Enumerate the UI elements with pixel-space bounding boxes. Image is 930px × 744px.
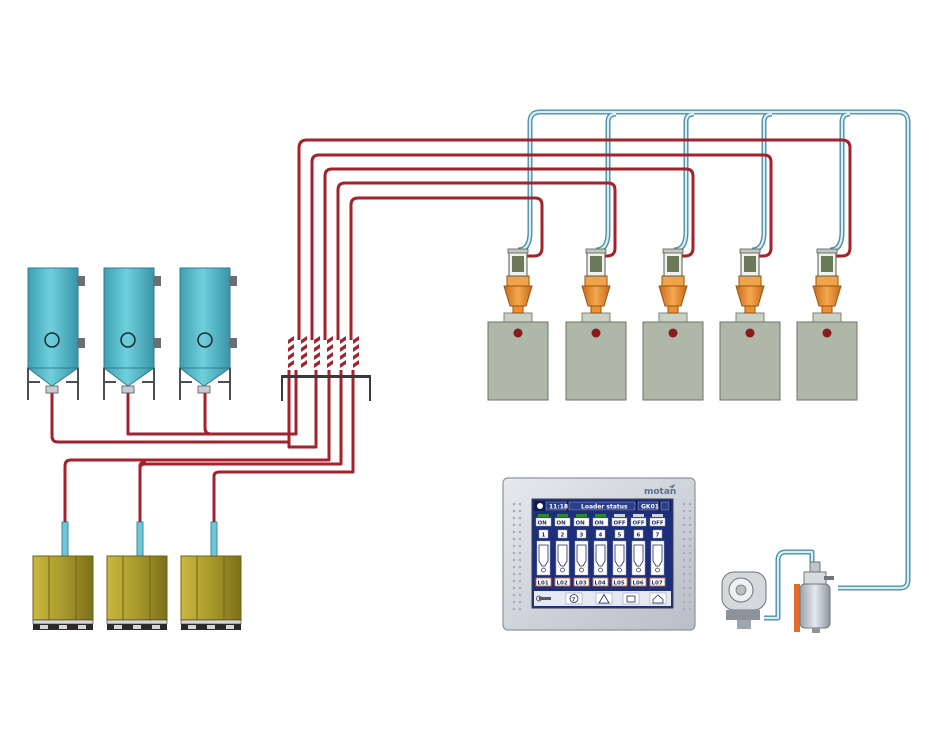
state-lamp-icon (557, 514, 568, 517)
loader-icon (633, 544, 644, 567)
silo-1 (26, 267, 85, 400)
warning-icon[interactable] (595, 592, 613, 605)
channel-state: ON (576, 521, 586, 527)
channel-state: ON (538, 521, 548, 527)
loader-icon (595, 544, 606, 567)
channel-state: OFF (652, 521, 664, 527)
panel-brand: motan (644, 487, 676, 497)
state-lamp-icon (652, 514, 663, 517)
machine-indicator-icon (745, 328, 755, 338)
channel-number: 3 (580, 533, 584, 539)
state-lamp-icon (538, 514, 549, 517)
menu-icon[interactable] (660, 501, 670, 511)
channel-state: ON (595, 521, 605, 527)
central-filter (794, 561, 834, 633)
alarm-bell-icon (537, 503, 543, 509)
channel-number: 1 (542, 533, 546, 539)
loader-icon (576, 544, 587, 567)
channel-state: OFF (614, 521, 626, 527)
panel-title: Loader status (581, 504, 628, 511)
octabin-3 (180, 555, 242, 630)
state-lamp-icon (614, 514, 625, 517)
machines (487, 248, 858, 401)
loader-icon (614, 544, 625, 567)
machine-indicator-icon (668, 328, 678, 338)
loader-icon (538, 544, 549, 567)
machine-indicator-icon (822, 328, 832, 338)
channel-label: L05 (614, 581, 625, 587)
channel-state: OFF (633, 521, 645, 527)
panel-time: 11:18 (549, 504, 568, 511)
loader-icon (652, 544, 663, 567)
machine-indicator-icon (513, 328, 523, 338)
panel-code: GK01 (641, 504, 659, 511)
material-lines (50, 138, 852, 522)
coupling-station (281, 336, 371, 401)
vacuum-pump (721, 571, 767, 629)
state-lamp-icon (595, 514, 606, 517)
channel-number: 4 (599, 533, 603, 539)
machine-3 (642, 248, 704, 401)
wrench-icon[interactable] (536, 595, 552, 602)
silo-2 (102, 267, 161, 400)
svg-text:?: ? (572, 597, 575, 603)
machine-4 (719, 248, 781, 401)
loader-icon (557, 544, 568, 567)
channel-number: 2 (561, 533, 565, 539)
home-icon[interactable] (649, 592, 667, 605)
channel-label: L03 (576, 581, 587, 587)
state-lamp-icon (576, 514, 587, 517)
channel-label: L07 (652, 581, 663, 587)
machine-1 (487, 248, 549, 401)
info-icon[interactable]: ? (565, 592, 583, 605)
state-lamp-icon (633, 514, 644, 517)
silo-3 (178, 267, 237, 400)
channel-number: 6 (637, 533, 641, 539)
loader-channels: ON1L01ON2L02ON3L03ON4L04OFF5L05OFF6L06OF… (535, 514, 666, 587)
machine-5 (796, 248, 858, 401)
machine-2 (565, 248, 627, 401)
folder-icon[interactable] (622, 592, 640, 605)
brand-logo-icon (669, 484, 675, 488)
channel-number: 5 (618, 533, 622, 539)
octabin-1 (32, 555, 94, 630)
channel-label: L01 (538, 581, 549, 587)
channel-label: L04 (595, 581, 606, 587)
channel-state: ON (557, 521, 567, 527)
machine-indicator-icon (591, 328, 601, 338)
channel-label: L06 (633, 581, 644, 587)
octabin-2 (106, 555, 168, 630)
channel-label: L02 (557, 581, 568, 587)
channel-number: 7 (656, 533, 660, 539)
vacuum-lines (61, 109, 911, 621)
